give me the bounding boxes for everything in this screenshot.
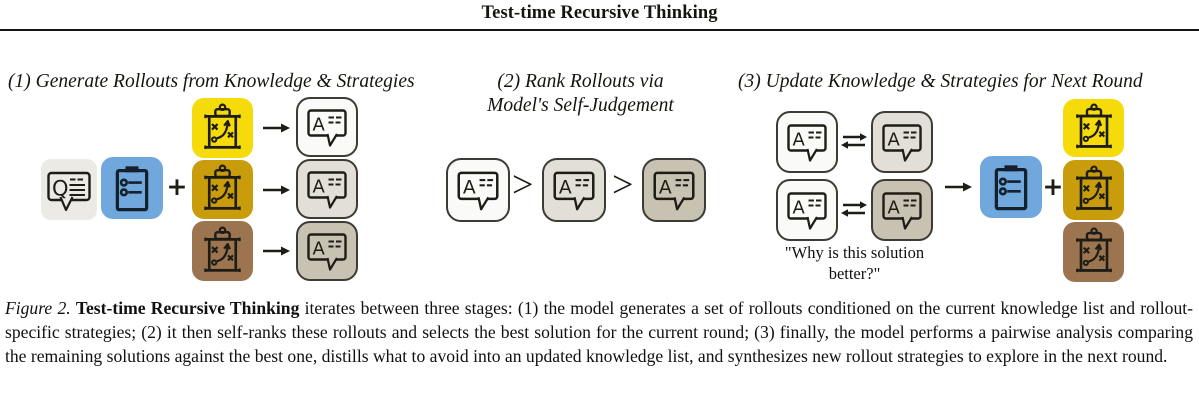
tactics-board-icon [196,225,249,278]
ranked-rollout-tile-3 [642,158,706,222]
figure-label: Figure 2. [5,298,71,318]
tactics-board-icon [1068,164,1120,216]
panel2-heading-line2: Model's Self-Judgement [487,95,674,116]
rollout-tile-white-p1 [296,97,358,157]
strategy-tile-brown-p1 [192,221,253,281]
knowledge-tile-p1 [101,157,163,219]
tactics-board-icon [1068,226,1120,278]
answer-bubble-icon [878,186,926,234]
pairwise-quote-line1: "Why is this solution [784,243,925,262]
answer-bubble-icon [783,118,831,166]
right-arrow-icon [261,120,291,136]
strategy-tile-yellow-p1 [192,98,253,158]
tactics-board-icon [196,163,249,216]
ranked-rollout-tile-1 [446,158,510,222]
clipboard-list-icon [985,161,1037,213]
rollout-tile-dark-p1 [296,221,358,281]
answer-bubble-icon [303,165,351,213]
rollout-tile-light-p1 [296,159,358,219]
pairwise-quote: "Why is this solution better?" [752,243,957,284]
caption-bold-title: Test-time Recursive Thinking [75,298,300,318]
answer-bubble-icon [303,227,351,275]
best-solution-tile-row2 [776,179,838,241]
answer-bubble-icon [549,165,599,215]
strategy-tile-gold-p3 [1063,160,1124,220]
pairwise-quote-line2: better?" [828,263,881,283]
compared-rollout-tile-light [871,111,933,173]
tactics-board-icon [1068,102,1120,154]
panel1-heading: (1) Generate Rollouts from Knowledge & S… [8,71,415,92]
panel3-heading: (3) Update Knowledge & Strategies for Ne… [738,71,1143,92]
greater-than-symbol: > [612,164,634,206]
best-solution-tile-row1 [776,111,838,173]
knowledge-tile-p3 [980,156,1042,218]
right-arrow-icon [261,243,291,259]
answer-bubble-icon [303,103,351,151]
strategy-tile-gold-p1 [192,160,253,219]
caption-body: iterates between three stages: (1) the m… [5,298,1194,366]
panel2-heading-line1: (2) Rank Rollouts via [497,71,664,92]
compared-rollout-tile-dark [871,179,933,241]
answer-bubble-icon [649,165,699,215]
plus-symbol-p1: + [166,172,188,201]
question-icon [45,166,93,214]
strategy-tile-brown-p3 [1063,222,1124,282]
answer-bubble-icon [878,118,926,166]
title-divider [0,29,1199,32]
swap-arrows-icon [840,199,868,219]
right-arrow-icon [943,179,973,195]
answer-bubble-icon [453,165,503,215]
figure-caption: Figure 2. Test-time Recursive Thinking i… [5,297,1193,368]
clipboard-list-icon [106,162,158,214]
question-tile [41,159,97,220]
panel2-heading: (2) Rank Rollouts via Model's Self-Judge… [438,70,723,118]
ranked-rollout-tile-2 [542,158,606,222]
swap-arrows-icon [840,131,868,151]
plus-symbol-p3: + [1042,172,1064,201]
page-title: Test-time Recursive Thinking [481,3,718,23]
greater-than-symbol: > [512,164,534,206]
right-arrow-icon [261,182,291,198]
tactics-board-icon [196,102,249,155]
answer-bubble-icon [783,186,831,234]
strategy-tile-yellow-p3 [1063,99,1124,157]
